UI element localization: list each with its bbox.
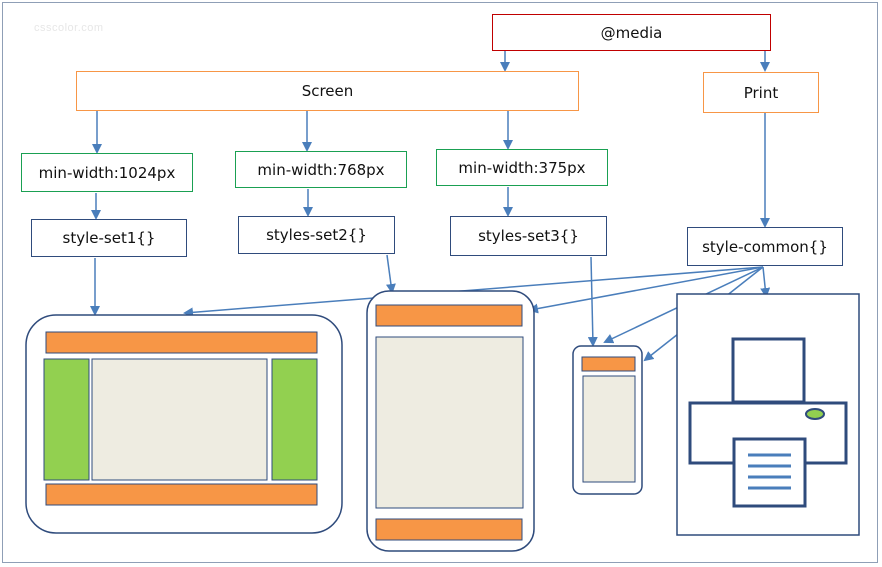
desktop-footer-bar [45,483,318,506]
arrow-set2-to-tablet [385,254,396,294]
tablet-content [375,336,524,509]
watermark: csscolor.com [34,22,104,34]
style-common-node: style-common{} [687,227,843,266]
arrow-common-to-desktop [183,266,764,318]
desktop-header-bar [45,331,318,354]
phone-header-bar [581,356,636,372]
style-set1-node: style-set1{} [31,219,187,257]
printer-icon [676,293,860,536]
arrow-common-to-tablet [528,266,764,314]
phone-content [582,375,636,483]
desktop-icon [25,314,343,534]
tablet-header-bar [375,304,523,327]
desktop-right-sidebar [271,358,318,481]
arrow-common-to-printer [760,266,771,298]
tablet-icon [366,290,535,552]
print-node: Print [703,72,819,113]
tablet-footer-bar [375,518,523,541]
media-node: @media [492,14,771,51]
desktop-left-sidebar [43,358,90,481]
style-set3-node: styles-set3{} [450,216,607,256]
screen-node: Screen [76,71,579,111]
printer-output-page [732,437,807,508]
phone-icon [572,345,643,495]
desktop-content [91,358,268,481]
min-width-1024-node: min-width:1024px [21,153,193,192]
printer-paper-tray [731,337,806,404]
min-width-375-node: min-width:375px [436,149,608,186]
min-width-768-node: min-width:768px [235,151,407,188]
arrow-set3-to-phone [587,256,598,347]
printer-status-light [805,408,825,420]
style-set2-node: styles-set2{} [238,216,395,254]
